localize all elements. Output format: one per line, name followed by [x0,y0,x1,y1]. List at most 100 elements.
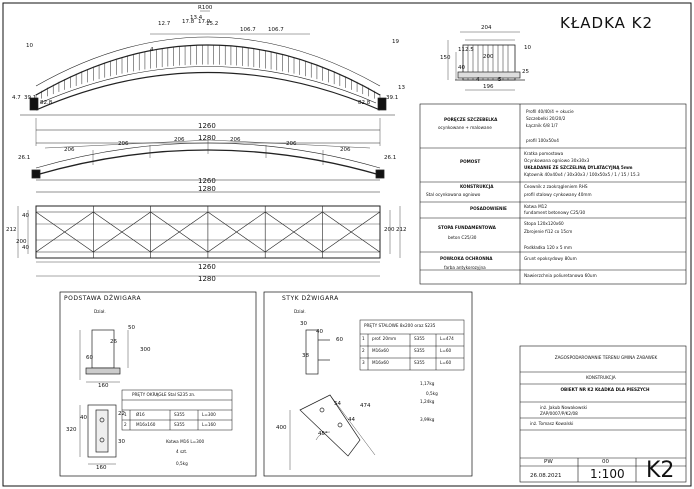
sec-top: 204 [481,25,492,31]
spec-row-4-line1: Zbrojenie fi12 co 15cm [524,229,573,234]
dr-dim-2: 60 [336,337,343,343]
sec-bottom: 196 [483,84,494,90]
dim-right-v2: 39.1 [386,95,399,101]
dr-dim-3: 400 [276,425,287,431]
dr-dim-0: 30 [300,321,307,327]
spec-row-4-label: STOPA FUNDAMENTOWA [438,225,496,230]
plan-left-v4: 40 [22,245,29,251]
dl-r0-c0: 1 [124,412,127,417]
plan-left-v2: 200 [16,239,27,245]
tb-designer: inż. Jakub Nowakowski [540,405,588,410]
dim-elev-span: 1260 [198,122,216,130]
spec-row-3-line1: fundament betonowy C25/30 [524,210,586,215]
dr-dim-4: 474 [360,403,371,409]
spec-row-2-label: KONSTRUKCJA [460,184,494,189]
dr-dim-5: 45° [318,431,328,437]
dl-dim-7: 22 [118,411,125,417]
dr-note-2: 1,24kg [420,399,435,404]
sec-right2: 25 [522,69,529,75]
spec-row-5-sublabel: farba antykorozyjna [444,265,486,270]
spec-table-frame [419,103,687,285]
plan-span: 1260 [198,263,216,271]
dl-r1-c1: M16x160 [136,422,156,427]
dr-table-header: PRĘTY STALOWE 8x200 oraz S235 [364,323,436,328]
arc-seg-6: 206 [340,147,351,153]
plan-bracing [322,211,380,253]
dl-dim-4: 40 [80,415,87,421]
dl-dim-6: 26 [110,339,117,345]
arc-span: 1260 [198,177,216,185]
arc-end-left: 26.1 [18,155,31,161]
dl-note-2: 0,5kg [176,461,188,466]
tb-code: K2 [646,458,675,483]
arc-total: 1280 [198,185,216,193]
spec-row-1-line2: UKŁADANIE ZE SZCZELINĄ DYLATACYJNĄ 5mm [524,165,633,170]
dl-dim-9: 30 [118,439,125,445]
sec-h1: 150 [440,55,451,61]
tb-investor: ZAGOSPODAROWANIE TERENU GMINA ZABAWEK [554,355,658,360]
dr-note-0: 1,17kg [420,381,435,386]
dim-left-v2: 39.1 [24,95,37,101]
spec-row-3-line0: Kotwa M12 [524,204,548,209]
detail-right-subtitle: Dział. [294,309,306,314]
tb-phase: PW [544,459,553,465]
detail-right-title: STYK DŹWIGARA [282,295,339,302]
spec-row-2-line0: Ceownik z zaokrągleniem RHS [524,184,588,189]
dl-dim-5: 160 [96,465,107,471]
dl-dim-8: 60 [86,355,93,361]
spec-row-0-sublabel: ocynkowane + malowane [438,125,492,130]
dl-r1-c2: S355 [174,422,185,427]
dr-dim-6: 54 [334,401,341,407]
dr-dim-1: 40 [316,329,323,335]
plan-right-v2: 212 [396,227,407,233]
spec-row-1-line0: Kratka pomostowa [524,151,564,156]
dim-d4: 17.9 [198,19,211,25]
spec-row-4-sublabel: beton C25/30 [448,235,477,240]
spec-row-0-line1: Szczebelki 20/20/2 [526,116,566,121]
plan-left-v3: 40 [22,213,29,219]
plan-bracing [35,211,94,253]
sec-small1: 4 [476,77,480,83]
arc-seg-1: 206 [64,147,75,153]
plan-right-v1: 200 [384,227,395,233]
plan-bracing [150,211,209,253]
dr-r0-c1: prof. 20mm [372,336,397,341]
dr-dim-8: 38 [302,353,309,359]
spec-row-4-line0: Stopa 120x120x60 [524,221,564,226]
dl-dim-2: 160 [98,383,109,389]
dr-r2-c0: 3 [362,360,365,365]
dl-dim-0: 50 [128,325,135,331]
spec-row-1-line1: Ocynkowana ogniowo 30x30x3 [524,158,590,163]
detail-right-frame [263,291,473,477]
plan-bracing [207,211,266,253]
dim-mid-small: 4 [150,47,154,53]
plan-view [17,205,401,277]
spec-row-2-sublabel: Stal ocynkowana ogniowo [426,192,481,197]
dr-r0-c3: L=474 [440,336,454,341]
drawing-title: KŁADKA K2 [560,14,654,32]
plan-bracing [93,211,151,253]
dr-note-1: 0,5kg [426,391,438,396]
dl-note-1: 4 szt. [176,449,188,454]
arc-seg-5: 206 [286,141,297,147]
arc-seg-3: 206 [174,137,185,143]
spec-row-5-label: POWŁOKA OCHRONNA [440,256,493,261]
sec-h3: 40 [458,65,465,71]
cross-section-view [447,31,525,91]
dim-d3: 13.4 [190,15,203,21]
dim-left-base: 82.8 [40,100,53,106]
dim-right-base: 82.8 [358,100,371,106]
spec-row-0-line2: Łącznik 6/8 1/7 [526,123,558,128]
plan-bracing [265,211,323,253]
elevation-view [20,10,395,146]
dr-r1-c1: M16x60 [372,348,389,353]
dr-r2-c3: L=60 [440,360,452,365]
dim-right-v1: 13 [398,85,405,91]
spec-row-1-line3: Kątownik 40x40x4 / 30x30x3 / 100x50x5 / … [524,172,640,177]
dr-r1-c0: 2 [362,348,365,353]
detail-left-title: PODSTAWA DŹWIGARA [64,295,142,302]
spec-row-3-label: POSADOWIENIE [470,206,507,211]
dim-right-h: 19 [392,39,399,45]
dl-r0-c1: Ø16 [136,412,145,417]
sec-inner: 200 [483,54,494,60]
